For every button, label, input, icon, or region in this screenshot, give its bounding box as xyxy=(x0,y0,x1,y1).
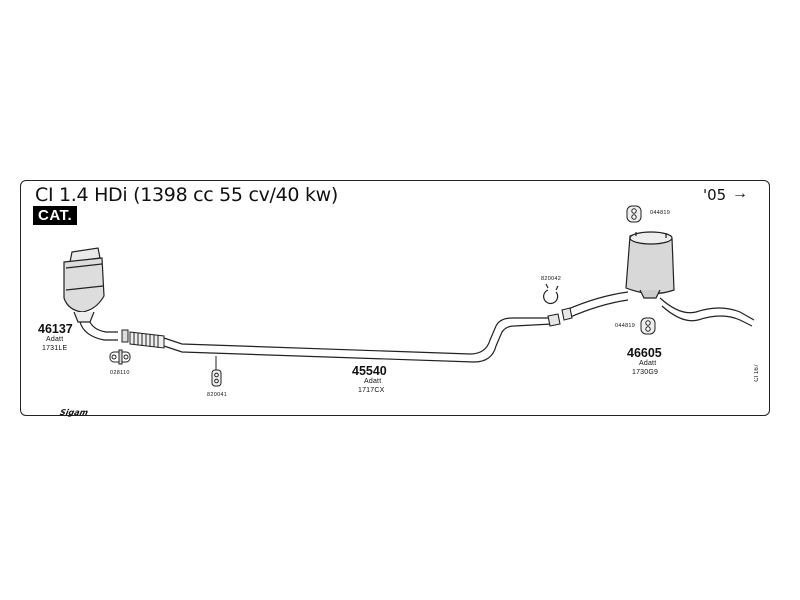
part-number-middle-pipe: 45540 xyxy=(352,364,387,378)
cat-badge: CAT. xyxy=(33,206,78,225)
clamp-ring xyxy=(543,283,559,305)
gasket xyxy=(109,349,131,365)
catalytic-converter xyxy=(63,247,105,323)
tail-pipe xyxy=(565,291,755,327)
pipe-end xyxy=(547,313,561,327)
flexible-pipe xyxy=(121,329,165,349)
front-mount-code: 820041 xyxy=(207,392,228,398)
model-year: '05 xyxy=(703,186,727,204)
top-mount-code: 044819 xyxy=(650,210,671,216)
part-number-rear-silencer: 46605 xyxy=(627,346,662,360)
downpipe xyxy=(79,321,118,341)
mount-rubber-front xyxy=(211,356,222,387)
part-label-catalytic-code: 1731LE xyxy=(42,345,68,352)
clamp-code: 820042 xyxy=(541,276,562,282)
bottom-mount-code: 044819 xyxy=(615,323,636,329)
brand-logo: Sigam xyxy=(59,408,89,417)
middle-pipe xyxy=(163,317,553,363)
part-label-middle-code: 1717CX xyxy=(358,387,385,394)
arrow-right-icon: → xyxy=(732,185,748,202)
mount-rubber-bottom xyxy=(640,317,656,335)
mount-rubber-top xyxy=(626,205,642,223)
gasket-code: 028110 xyxy=(110,370,130,376)
part-label-rear-code: 1730G9 xyxy=(632,369,659,376)
inlet-sleeve xyxy=(561,307,573,321)
part-label-catalytic-adatt: Adatt xyxy=(46,336,64,343)
diagram-title: CI 1.4 HDi (1398 cc 55 cv/40 kw) xyxy=(35,184,339,206)
part-label-rear-adatt: Adatt xyxy=(639,360,657,367)
diagram-reference-code: CI 167 xyxy=(754,364,760,382)
part-number-catalytic: 46137 xyxy=(38,322,73,336)
part-label-middle-adatt: Adatt xyxy=(364,378,382,385)
rear-silencer xyxy=(625,231,675,299)
